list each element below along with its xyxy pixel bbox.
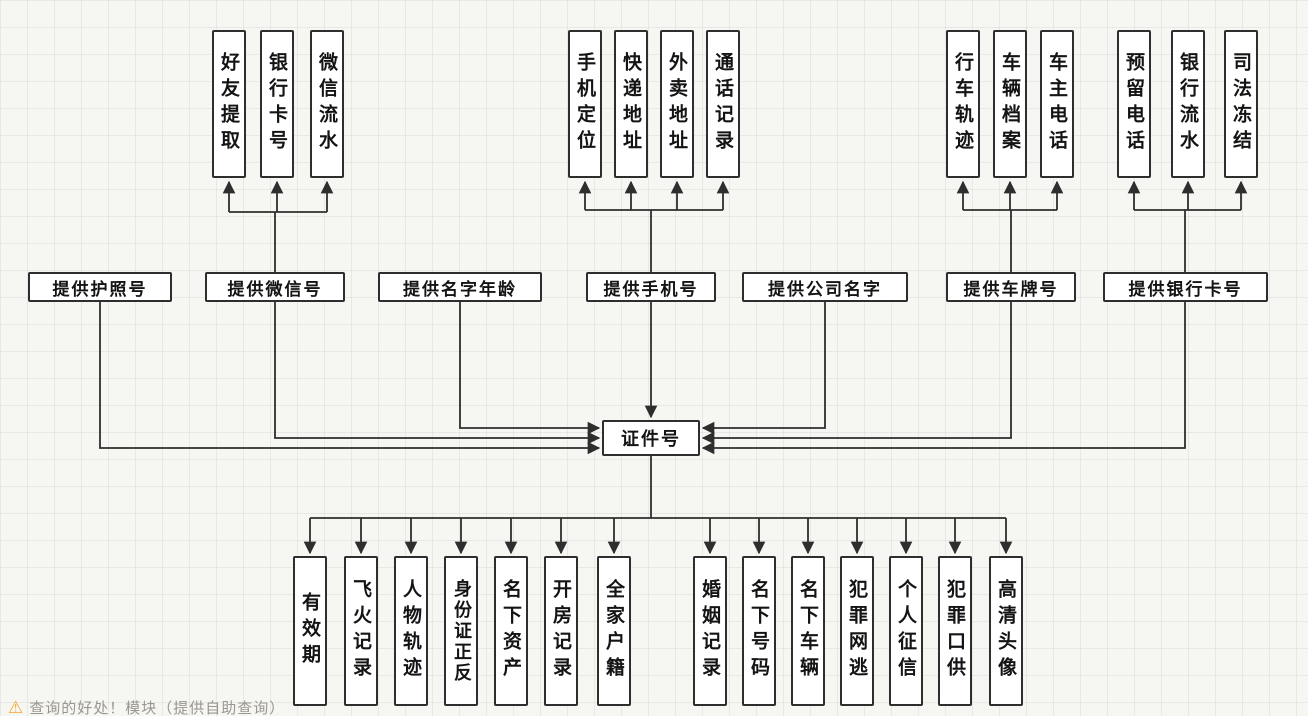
node-vehicle-archive: 车辆档案 [993, 30, 1027, 178]
node-assets-under-name: 名下资产 [494, 556, 528, 706]
node-phone-location: 手机定位 [568, 30, 602, 178]
node-flight-train-records: 飞火记录 [344, 556, 378, 706]
node-vehicles-under-name: 名下车辆 [791, 556, 825, 706]
node-provide-phone-number: 提供手机号 [586, 272, 716, 302]
node-id-card-front-back: 身份证正反 [444, 556, 478, 706]
node-marriage-records: 婚姻记录 [693, 556, 727, 706]
node-call-records: 通话记录 [706, 30, 740, 178]
warning-icon: ⚠ [8, 698, 24, 716]
node-friend-extraction: 好友提取 [212, 30, 246, 178]
node-crime-fugitive: 犯罪网逃 [840, 556, 874, 706]
footer-note: 查询的好处！模块（提供自助查询） [29, 699, 286, 716]
node-id-number: 证件号 [602, 420, 700, 456]
node-numbers-under-name: 名下号码 [742, 556, 776, 706]
node-crime-confession: 犯罪口供 [938, 556, 972, 706]
node-person-trajectory: 人物轨迹 [394, 556, 428, 706]
node-provide-plate-number: 提供车牌号 [946, 272, 1076, 302]
node-provide-bank-card-number: 提供银行卡号 [1103, 272, 1268, 302]
node-wechat-transactions: 微信流水 [310, 30, 344, 178]
node-reserved-phone: 预留电话 [1117, 30, 1151, 178]
node-bank-card-number: 银行卡号 [260, 30, 294, 178]
node-hotel-records: 开房记录 [544, 556, 578, 706]
node-judicial-freeze: 司法冻结 [1224, 30, 1258, 178]
node-driving-trajectory: 行车轨迹 [946, 30, 980, 178]
footer-note-row: ⚠ 查询的好处！模块（提供自助查询） [8, 699, 285, 716]
node-courier-address: 快递地址 [614, 30, 648, 178]
node-provide-name-age: 提供名字年龄 [378, 272, 542, 302]
node-family-household-register: 全家户籍 [597, 556, 631, 706]
node-hd-portrait: 高清头像 [989, 556, 1023, 706]
node-owner-phone: 车主电话 [1040, 30, 1074, 178]
node-validity-period: 有效期 [293, 556, 327, 706]
node-personal-credit: 个人征信 [889, 556, 923, 706]
node-provide-passport-number: 提供护照号 [28, 272, 172, 302]
node-provide-wechat-id: 提供微信号 [205, 272, 345, 302]
node-bank-statement: 银行流水 [1171, 30, 1205, 178]
node-provide-company-name: 提供公司名字 [742, 272, 908, 302]
node-takeout-address: 外卖地址 [660, 30, 694, 178]
